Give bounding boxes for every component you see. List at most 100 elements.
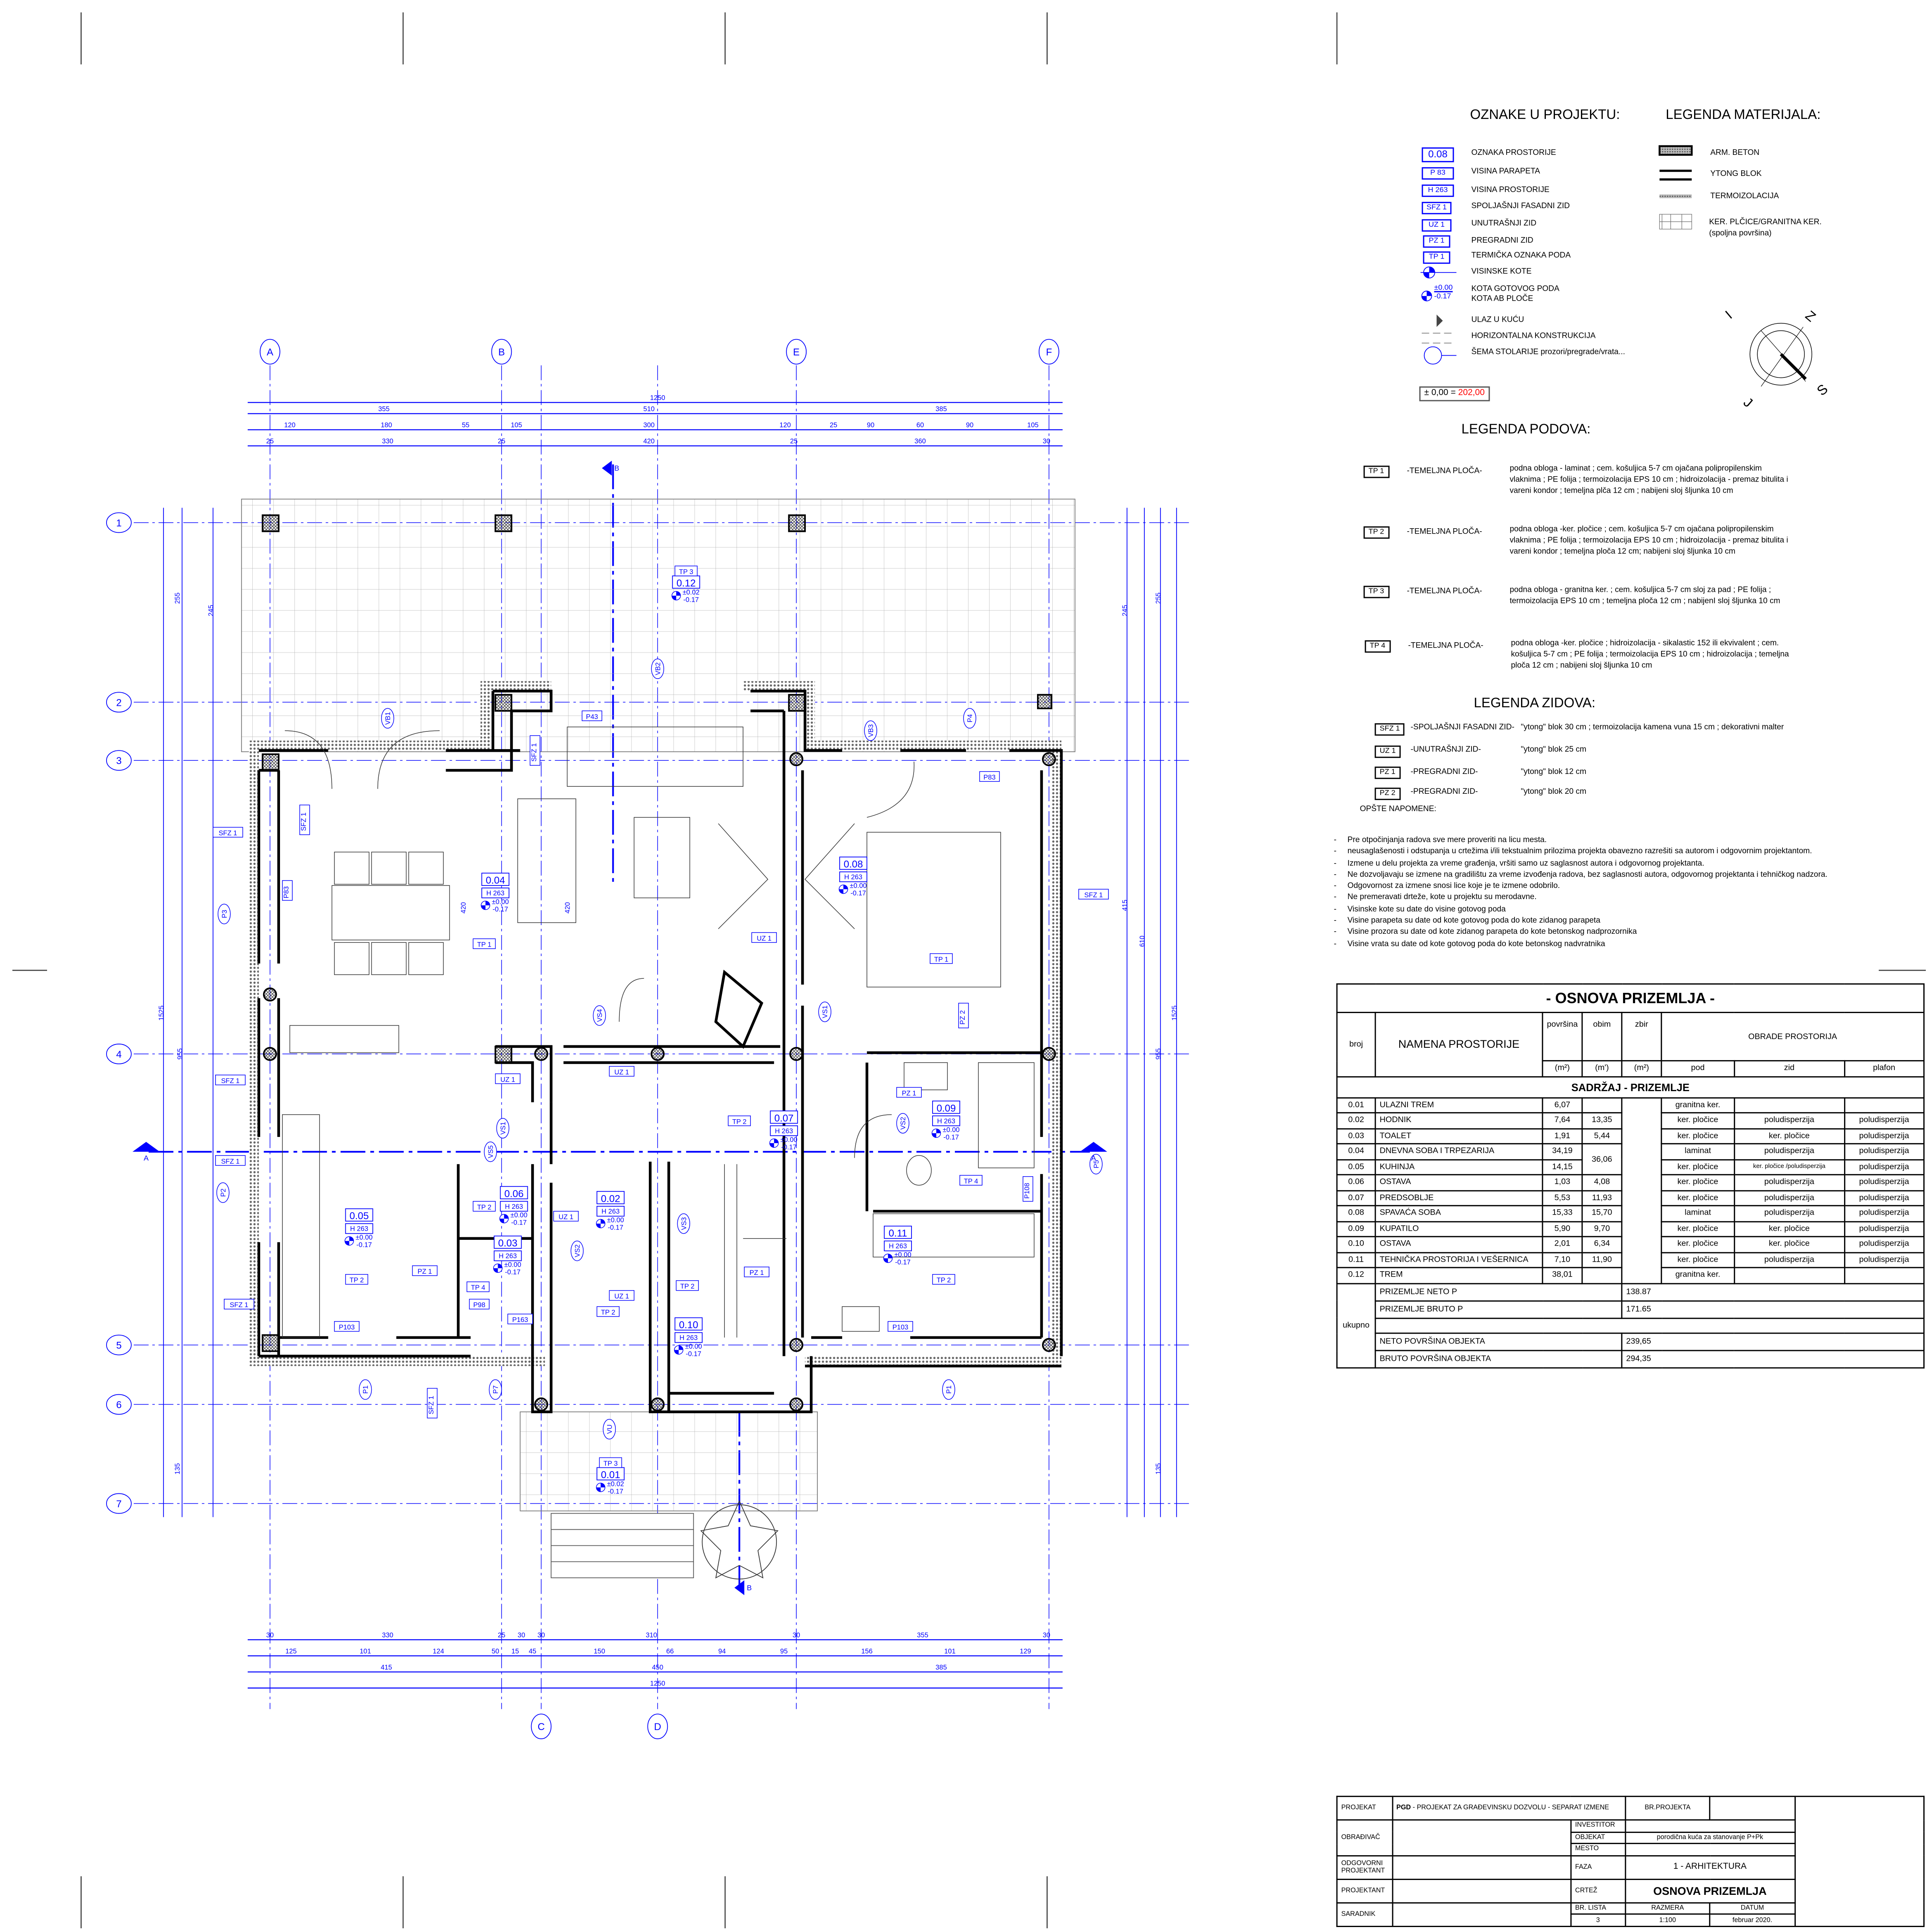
frame-tick [402,12,404,64]
cell-pod: ker. pločice [1661,1112,1735,1129]
material-symbols [1659,145,1693,230]
frame-tick [1879,969,1926,971]
room-height: H 263 [498,1253,517,1260]
crtez-value: OSNOVA PRIZEMLJA [1624,1878,1796,1904]
axis-bubble [786,339,807,365]
section-mark-icon: B [734,1580,752,1595]
note-item: -Pre otpočinjanja radova sve mere prover… [1334,835,1885,846]
opening-label: VS2 [574,1244,581,1257]
element-tag: SFZ 1 [215,1075,246,1085]
dimension-value: 66 [666,1647,674,1655]
floor-code: TP 3 [679,568,693,576]
cell-plafon: poludisperzija [1844,1251,1925,1268]
kitchen-counter [282,1114,320,1338]
floor-type: -TEMELJNA PLOČA- [1407,527,1482,536]
cell-plafon: poludisperzija [1844,1236,1925,1253]
total-value: 294,35 [1621,1350,1925,1369]
floor-type-tag: TP 3 [674,565,698,577]
opening-marker: VS1 [496,1118,510,1139]
note-text: Ne dozvoljavaju se izmene na gradilištu … [1347,870,1828,879]
total-label: PRIZEMLJE BRUTO P [1374,1300,1623,1319]
dimension-value: 420 [460,902,468,914]
floor-type-tag: TP 2 [676,1280,699,1291]
total-value: 239,65 [1621,1332,1925,1351]
room-tag-0.06: 0.06H 263±0.00-0.17 [499,1186,528,1227]
opening-marker: VB1 [381,708,394,729]
room-tag-0.02: 0.02H 263±0.00-0.17 [596,1191,625,1232]
room-number: 0.10 [679,1320,698,1331]
datum-value: februar 2020. [1709,1914,1796,1927]
room-number: 0.05 [349,1210,369,1222]
mesto-label: MESTO [1570,1843,1626,1856]
floor-type-tag: TP 1 [472,938,496,949]
oznake-title: OZNAKE U PROJEKTU: [1470,107,1620,123]
level-bottom: -0.17 [608,1224,624,1232]
element-tag: SFZ 1 [427,1388,438,1419]
cell-povrsina: 5,53 [1542,1189,1583,1206]
cell-namena: KUPATILO [1374,1220,1543,1237]
legend-label: ULAZ U KUĆU [1471,316,1524,325]
cell-namena: KUHINJA [1374,1158,1543,1175]
legend-wall-tag: SFZ 1 [1422,202,1452,214]
cell-broj: 0.08 [1336,1205,1376,1222]
header-obim: obim [1581,1011,1623,1061]
element-tag-label: SFZ 1 [300,812,308,831]
cell-povrsina: 6,07 [1542,1097,1583,1113]
level-top: ±0.00 [356,1234,373,1241]
cell-namena: TOALET [1374,1127,1543,1144]
section-label: B [614,464,619,472]
element-tag: PZ 1 [896,1087,922,1098]
axis-bubble [106,1394,132,1415]
floor-code: TP 2 [732,1118,747,1125]
opening-label: P5 [1093,1160,1100,1168]
opening-marker: P4 [963,708,976,729]
wall-code: UZ 1 [1374,745,1401,758]
element-tag-label: SFZ 1 [530,743,538,762]
level-bottom: -0.17 [505,1269,521,1276]
terrace [241,498,1075,752]
room-height: H 263 [350,1225,368,1233]
joinery-scheme-icon [1424,346,1457,365]
axis-bubble [491,339,512,365]
element-tag: P98 [469,1298,490,1310]
datum-label: DATUM [1709,1902,1796,1915]
dimension-value: 25 [790,438,797,445]
note-item: -Ne premeravati drteže, kote u projektu … [1334,892,1885,904]
note-text: Visine parapeta su date od kote gotovog … [1347,916,1600,926]
axis-bubble [106,1334,132,1355]
note-item: -Izmene u delu projekta za vreme građenj… [1334,858,1885,869]
compass-letter: Z [1803,308,1819,325]
dimension-value: 1250 [650,1680,665,1687]
frame-tick [402,1876,404,1929]
legend-label: VISINA PROSTORIJE [1471,185,1550,195]
level-top: ±0.02 [607,1480,624,1488]
cell-plafon [1844,1097,1925,1113]
legend-label: UNUTRAŠNJI ZID [1471,219,1537,228]
dimension-value: 955 [1155,1048,1162,1060]
element-tag: PZ 1 [412,1265,438,1276]
wall-type: -SPOLJAŠNJI FASADNI ZID- [1410,723,1514,732]
wall-code: SFZ 1 [1374,723,1405,736]
room-height: H 263 [889,1243,907,1250]
opening-label: VS2 [900,1117,907,1130]
cell-zbir [1621,1097,1662,1284]
dimension-value: 30 [266,1631,274,1639]
floor-code: TP 2 [349,1277,364,1284]
opening-label: VS5 [487,1145,494,1158]
walls-legend-title: LEGENDA ZIDOVA: [1474,696,1596,711]
cell-povrsina: 1,03 [1542,1174,1583,1191]
cell-pod: ker. pločice [1661,1127,1735,1144]
cell-povrsina: 38,01 [1542,1267,1583,1284]
legend-height-tag: H 263 [1422,184,1454,197]
entrance-arrow-icon [1436,314,1443,327]
axis-bubble [647,1714,668,1740]
axis-label-B: B [498,347,505,358]
floor-code: TP 4 [471,1284,485,1291]
level-bottom: -0.17 [943,1134,959,1141]
cell-broj: 0.10 [1336,1236,1376,1253]
title-block: PROJEKAT PGD - PROJEKAT ZA GRAĐEVINSKU D… [1336,1796,1925,1927]
